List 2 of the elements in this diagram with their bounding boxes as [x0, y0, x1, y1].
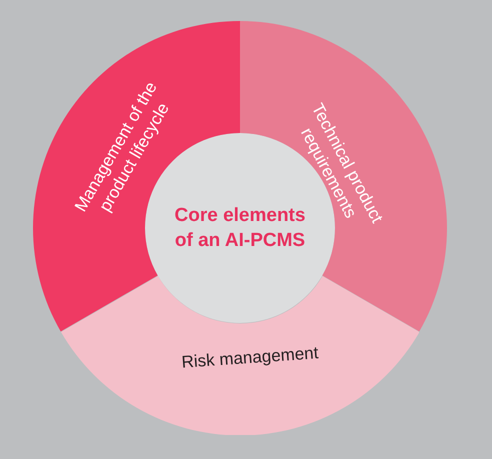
segment-label: Risk management: [180, 342, 320, 374]
ring-segment: [60, 276, 420, 435]
